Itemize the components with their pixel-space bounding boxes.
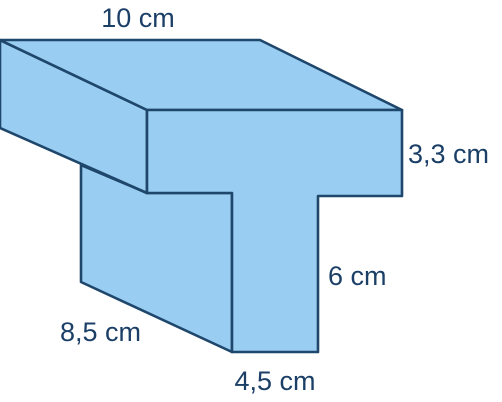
t-front-face	[145, 108, 404, 354]
stem-height-label: 6 cm	[328, 261, 387, 291]
top-length-label: 10 cm	[101, 3, 175, 33]
top-height-label: 3,3 cm	[408, 139, 489, 169]
stem-width-label: 4,5 cm	[234, 366, 315, 396]
depth-label: 8,5 cm	[60, 317, 141, 347]
